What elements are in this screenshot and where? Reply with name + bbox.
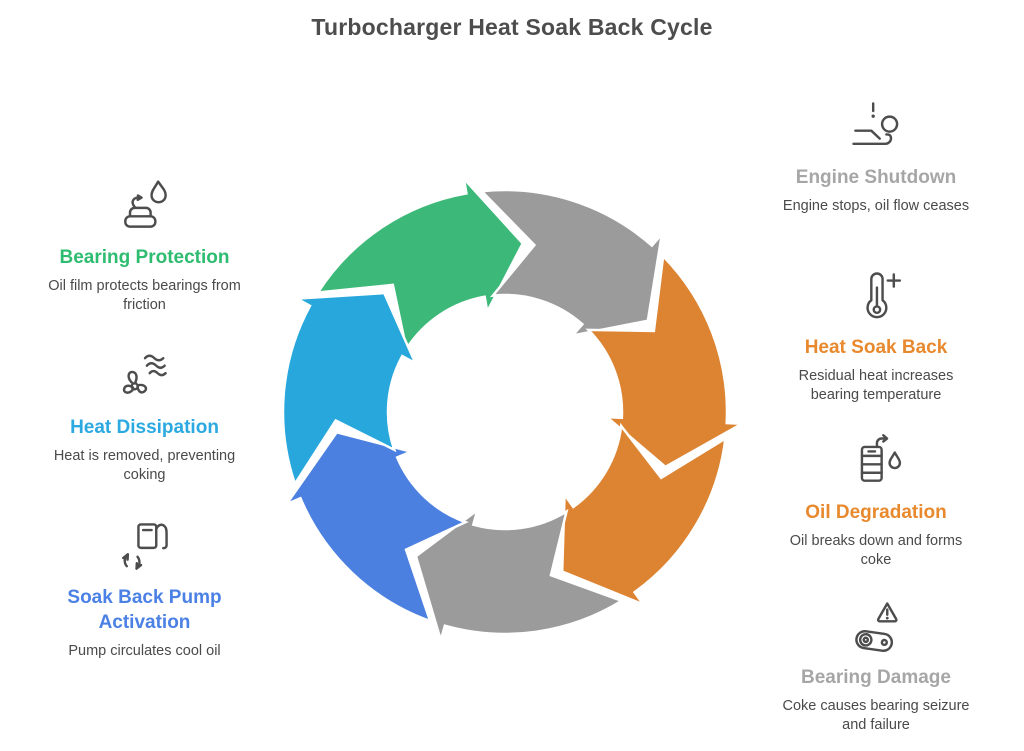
fan-airflow-icon (27, 345, 262, 407)
cycle-arrow-heat-dissipation (281, 291, 419, 487)
stage-heat-soak-back: Heat Soak Back Residual heat increases b… (756, 265, 996, 405)
cycle-arrow-soak-back-pump-activation (283, 430, 469, 624)
stage-heading: Heat Dissipation (70, 417, 219, 438)
cycle-arrow-engine-shutdown (479, 188, 664, 338)
stage-heading: Soak Back Pump Activation (67, 587, 222, 634)
cycle-diagram (281, 174, 747, 645)
gear-lever-alert-icon (756, 95, 996, 157)
oil-barrel-droplet-icon (756, 430, 996, 492)
stage-heading: Bearing Damage (801, 667, 951, 688)
stage-heading: Heat Soak Back (804, 337, 948, 358)
bearing-alert-icon (756, 595, 996, 657)
stage-heading: Bearing Protection (59, 247, 230, 268)
pump-recycle-icon (27, 515, 262, 577)
stage-heading: Oil Degradation (805, 502, 947, 523)
stage-bearing-damage: Bearing Damage Coke causes bearing seizu… (756, 595, 996, 735)
cycle-arrow-oil-degradation (560, 422, 727, 608)
stage-description: Oil film protects bearings from friction (48, 278, 241, 314)
stage-soak-back-pump-activation: Soak Back Pump Activation Pump circulate… (27, 515, 262, 661)
stage-oil-degradation: Oil Degradation Oil breaks down and form… (756, 430, 996, 570)
stage-description: Engine stops, oil flow ceases (782, 198, 970, 215)
stage-engine-shutdown: Engine Shutdown Engine stops, oil flow c… (756, 95, 996, 216)
stage-description: Heat is removed, preventing coking (53, 448, 236, 484)
stage-description: Pump circulates cool oil (68, 643, 221, 660)
stage-description: Residual heat increases bearing temperat… (798, 368, 954, 404)
stage-heat-dissipation: Heat Dissipation Heat is removed, preven… (27, 345, 262, 485)
stage-description: Oil breaks down and forms coke (789, 533, 963, 569)
stage-description: Coke causes bearing seizure and failure (782, 698, 970, 734)
grease-pot-droplet-icon (27, 175, 262, 237)
stage-heading: Engine Shutdown (795, 167, 957, 188)
cycle-arrow-bearing-protection (315, 174, 525, 353)
page-title: Turbocharger Heat Soak Back Cycle (311, 14, 713, 40)
cycle-arrow-heat-soak-back (585, 253, 747, 469)
thermometer-plus-icon (756, 265, 996, 327)
stage-bearing-protection: Bearing Protection Oil film protects bea… (27, 175, 262, 315)
cycle-arrow-bearing-damage (414, 506, 625, 645)
